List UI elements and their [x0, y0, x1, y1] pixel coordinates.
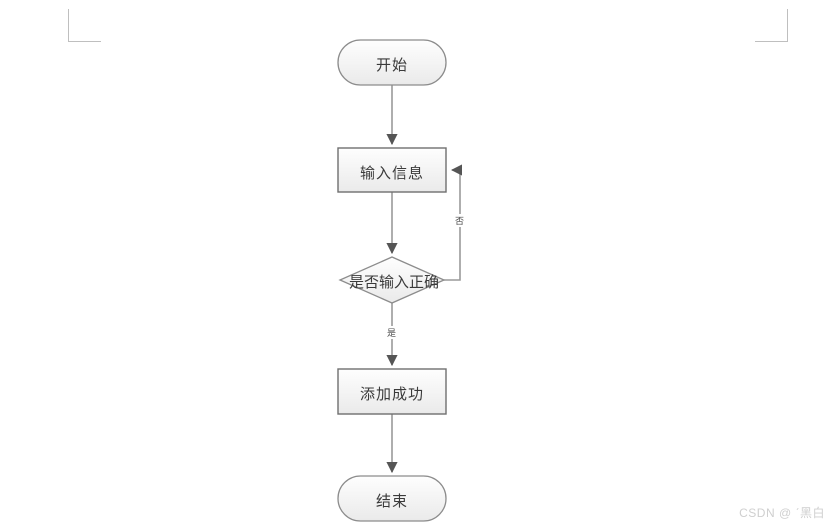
node-start[interactable]: [337, 39, 447, 86]
node-end[interactable]: [337, 475, 447, 522]
page-corner-mark-top-left: [68, 9, 101, 42]
node-input-info[interactable]: [337, 147, 447, 193]
page-corner-mark-top-right: [755, 9, 788, 42]
csdn-watermark: CSDN @ ˊ黑白: [739, 506, 825, 520]
node-add-success[interactable]: [337, 368, 447, 415]
node-decision-input-correct[interactable]: [338, 256, 446, 304]
